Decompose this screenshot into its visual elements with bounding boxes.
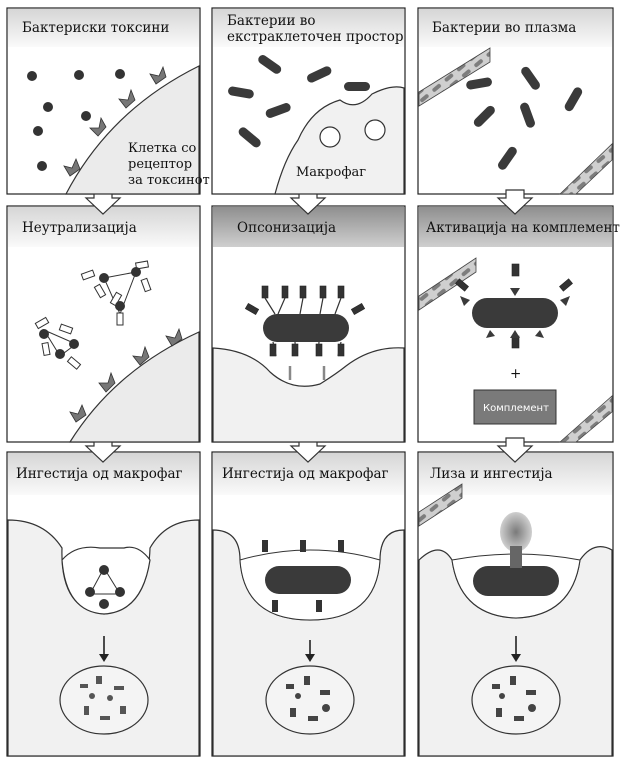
complement-activation-panel	[418, 257, 613, 443]
complement-label: Комплемент	[483, 403, 549, 414]
plus-sign: +	[510, 366, 521, 382]
col3-middle-title: Активација на комплемент	[426, 220, 620, 236]
col2-middle-title: Опсонизација	[237, 220, 336, 236]
down-arrow-icon	[496, 437, 534, 463]
flow-arrows	[84, 189, 534, 463]
neutralization-panel	[34, 260, 200, 443]
col3-header: Бактерии во плазма	[432, 20, 576, 36]
lysis-puff	[500, 512, 532, 552]
col1-middle-title: Неутрализација	[22, 220, 137, 236]
toxin-ingestion-panel	[7, 519, 200, 757]
diagram-text: Бактериски токсини Бактерии во екстракле…	[16, 13, 620, 482]
col2-header-line1: Бактерии во	[227, 13, 316, 29]
arrow-down-icon	[305, 654, 315, 662]
opsonized-ingestion-panel	[212, 529, 405, 757]
receptor-cell-label-line2: рецептор	[128, 157, 192, 172]
digested-fragments	[80, 676, 126, 720]
plasma-bacteria-panel	[418, 47, 613, 195]
toxins-panel	[27, 65, 200, 195]
receptor-cell-label-line3: за токсинот	[128, 173, 210, 188]
complement-box	[473, 389, 557, 425]
col1-bottom-title: Ингестија од макрофаг	[16, 466, 183, 482]
opsonin-antibodies	[244, 285, 366, 357]
antibody-toxin-complex	[34, 260, 152, 370]
lysis-ingestion-panel	[418, 483, 613, 757]
arrow-down-icon	[99, 654, 109, 662]
col3-bottom-title: Лиза и ингестија	[430, 466, 553, 482]
opsonization-panel	[212, 285, 405, 443]
col1-header: Бактериски токсини	[22, 20, 169, 36]
col2-bottom-title: Ингестија од макрофаг	[222, 466, 389, 482]
arrow-down-icon	[511, 654, 521, 662]
macrophage-label: Макрофаг	[296, 165, 366, 180]
down-arrow-icon	[496, 189, 534, 215]
col2-header-line2: екстраклеточен простор	[227, 29, 404, 45]
receptor-cell-label-line1: Клетка со	[128, 141, 196, 156]
extracellular-bacteria-panel	[228, 55, 405, 195]
